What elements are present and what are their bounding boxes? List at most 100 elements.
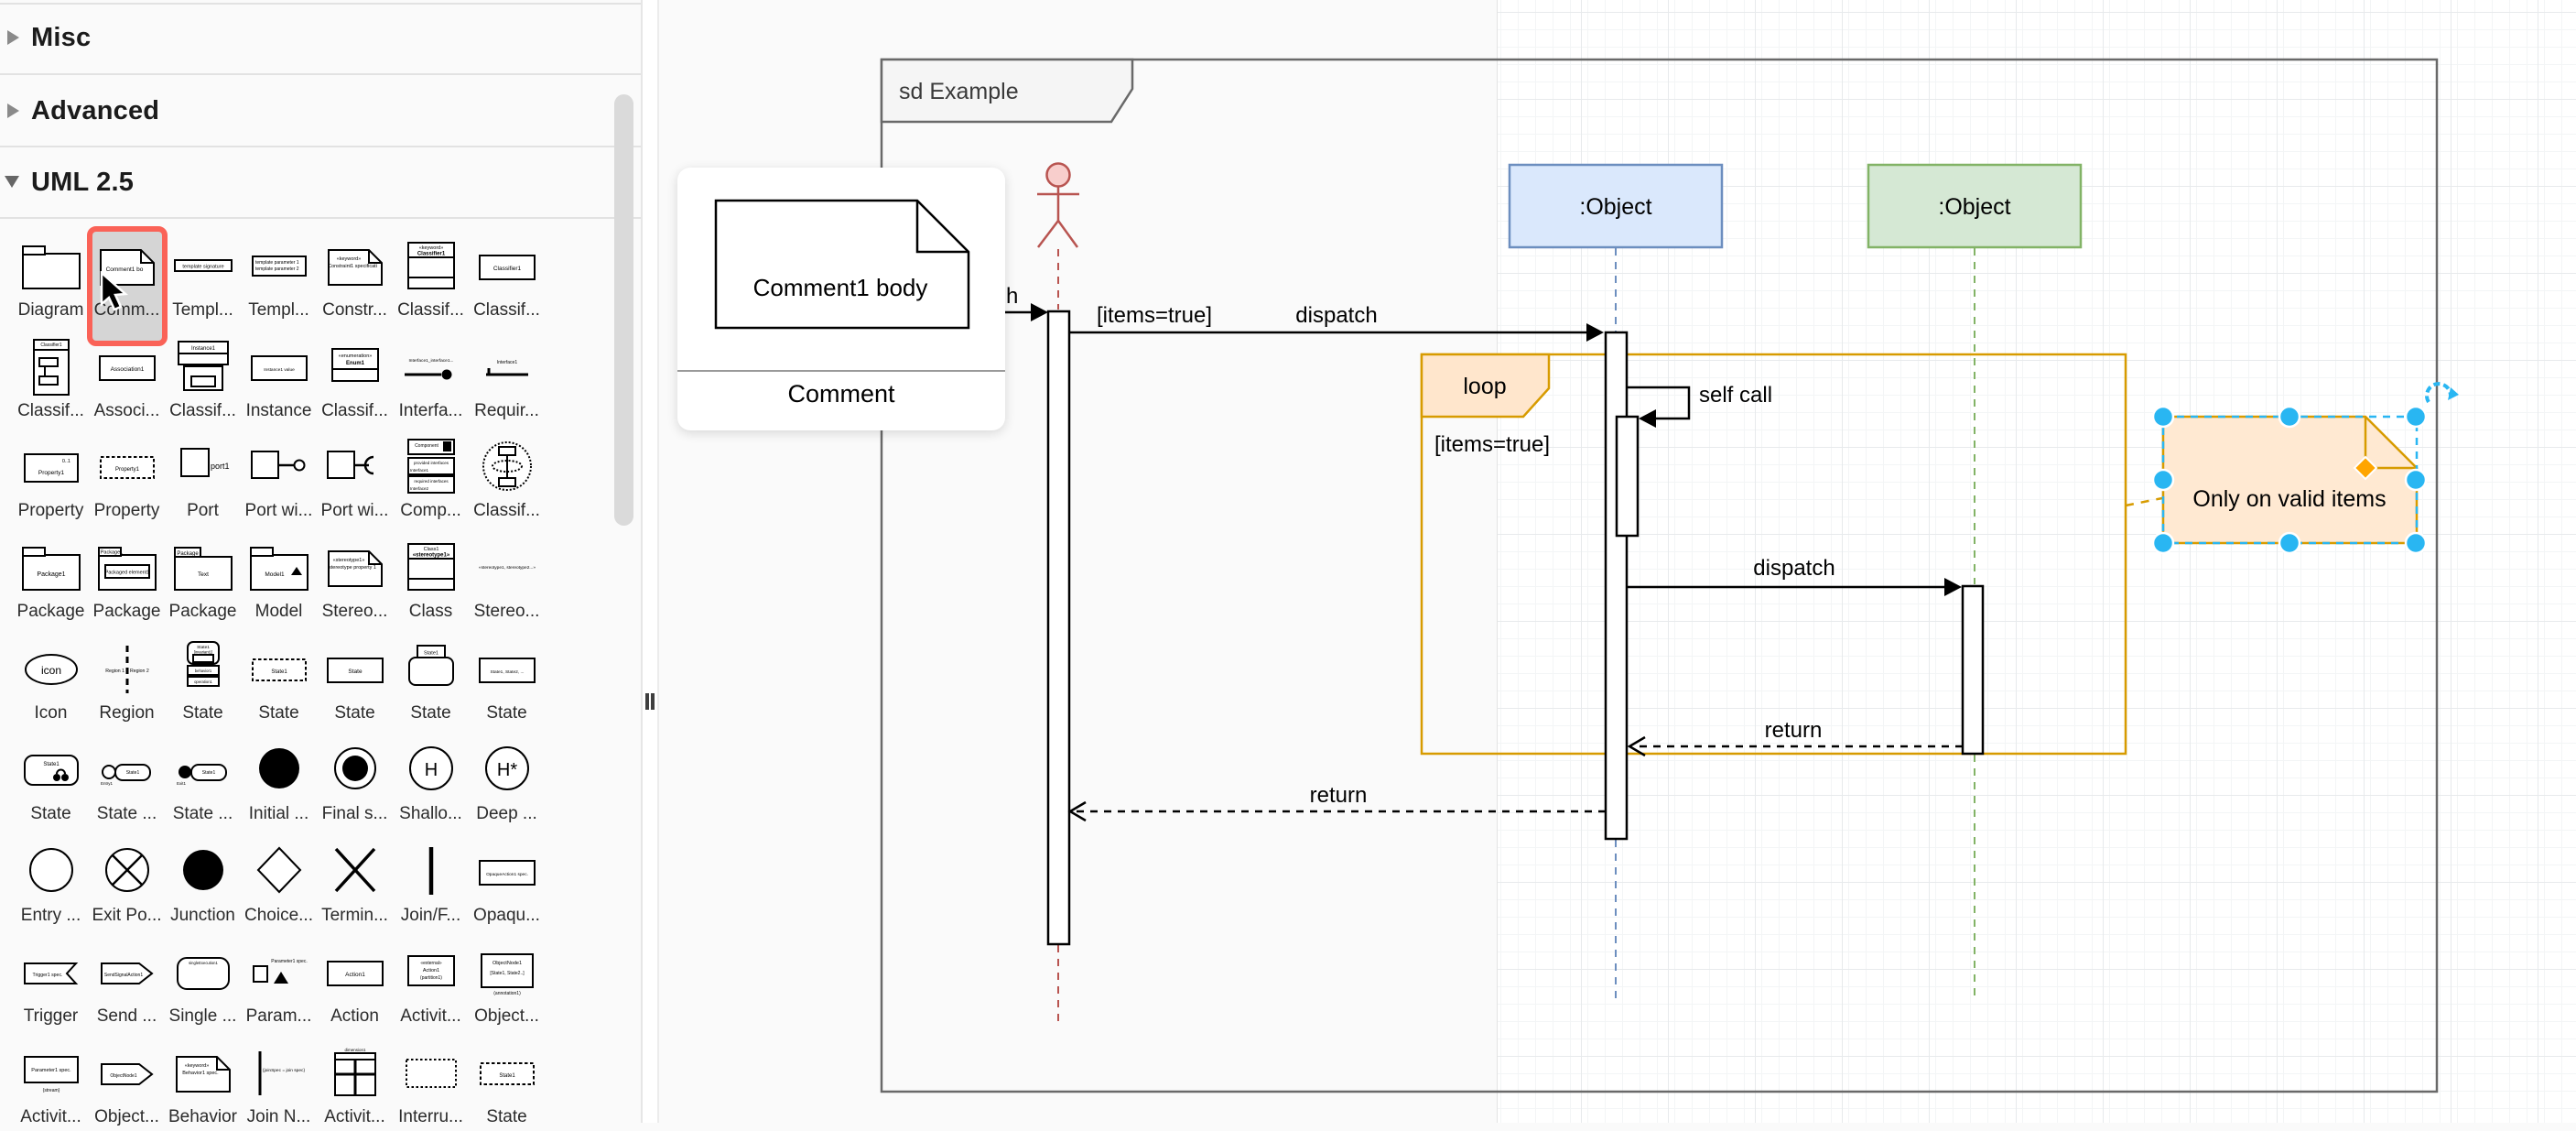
svg-text:Association1: Association1 [110, 366, 144, 373]
palette-shape-interru[interactable]: Interru... [393, 1036, 469, 1131]
palette-shape-join-n[interactable]: {joinSpec = join spec}Join N... [241, 1036, 317, 1131]
svg-text:behavior1: behavior1 [194, 669, 211, 673]
svg-text:Action1: Action1 [345, 972, 365, 978]
shape-label: Action [330, 1006, 379, 1026]
palette-shape-class[interactable]: Class1«stereotype1»Class [393, 530, 469, 625]
shape-thumbnail: «keyword»Classifier1 [397, 234, 465, 300]
palette-shape-junction[interactable]: Junction [165, 834, 241, 930]
palette-shape-object[interactable]: ObjectNode1[State1, State2..](annotation… [469, 935, 545, 1030]
palette-shape-deep[interactable]: H*Deep ... [469, 733, 545, 828]
shape-label: Requir... [474, 401, 539, 420]
svg-text:Region 2: Region 2 [130, 669, 149, 674]
palette-shape-diagram[interactable]: Diagram [13, 229, 89, 324]
shape-label: Package [168, 602, 237, 621]
palette-shape-param[interactable]: Parameter1 spec.Param... [241, 935, 317, 1030]
palette-shape-activit[interactable]: «external»Action1(partition1)Activit... [393, 935, 469, 1030]
shape-label: Classif... [397, 300, 464, 320]
palette-shape-join-f[interactable]: Join/F... [393, 834, 469, 930]
palette-shape-port-wi[interactable]: Port wi... [241, 430, 317, 525]
svg-text:[invariant1]: [invariant1] [193, 650, 211, 655]
shape-thumbnail [321, 435, 389, 501]
palette-shape-opaqu[interactable]: OpaqueAction1 spec.Opaqu... [469, 834, 545, 930]
shape-thumbnail: «keyword»Constraint1 specificati [321, 234, 389, 300]
shape-label: Send ... [96, 1006, 157, 1026]
palette-shape-port-wi[interactable]: Port wi... [317, 430, 393, 525]
svg-text:required interfaces: required interfaces [414, 479, 449, 484]
shape-label: Templ... [248, 300, 309, 320]
sidebar-section-misc[interactable]: Misc [0, 22, 632, 53]
shape-label: Opaqu... [473, 906, 540, 925]
shape-label: State [334, 703, 375, 723]
section-divider [0, 3, 641, 5]
sidebar-section-uml25[interactable]: UML 2.5 [0, 167, 632, 198]
palette-shape-interfa[interactable]: Interface1_interface1...Interfa... [393, 330, 469, 425]
palette-shape-final-s[interactable]: Final s... [317, 733, 393, 828]
palette-shape-choice[interactable]: Choice... [241, 834, 317, 930]
palette-shape-behavior[interactable]: «keyword»Behavior1 spec.Behavior [165, 1036, 241, 1131]
shape-label: Junction [170, 906, 235, 925]
shape-label: State [258, 703, 299, 723]
hovered-shape-highlight [87, 226, 168, 346]
svg-text:«keyword»: «keyword» [336, 256, 361, 262]
palette-shape-termin[interactable]: Termin... [317, 834, 393, 930]
svg-text:icon: icon [40, 664, 60, 677]
svg-text:(annotation1): (annotation1) [493, 991, 521, 996]
chevron-right-icon [7, 103, 19, 118]
shape-label: Port wi... [244, 501, 313, 520]
palette-shape-state[interactable]: State1, State2, ...State [469, 632, 545, 727]
palette-shape-entry[interactable]: Entry ... [13, 834, 89, 930]
sidebar-scrollbar[interactable] [614, 94, 633, 526]
palette-shape-activit[interactable]: Parameter1 spec.{stream}Activit... [13, 1036, 89, 1131]
sidebar-section-advanced[interactable]: Advanced [0, 95, 632, 126]
palette-shape-stereo[interactable]: «stereotype1, stereotype2...»Stereo... [469, 530, 545, 625]
palette-shape-trigger[interactable]: Trigger1 spec.Trigger [13, 935, 89, 1030]
palette-shape-classif[interactable]: Classif... [469, 430, 545, 525]
panel-resize-handle[interactable] [645, 693, 655, 710]
shape-label: Classif... [321, 401, 388, 420]
palette-shape-initial[interactable]: Initial ... [241, 733, 317, 828]
palette-shape-exit-po[interactable]: Exit Po... [89, 834, 165, 930]
svg-text:Entry1: Entry1 [101, 781, 114, 786]
